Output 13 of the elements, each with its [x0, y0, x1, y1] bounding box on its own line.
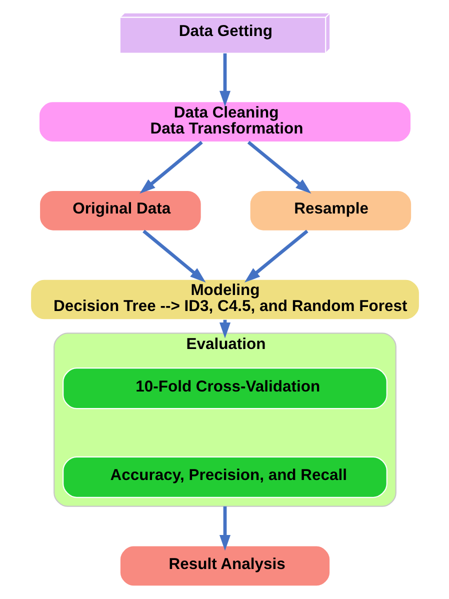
node-box: Resample: [248, 190, 412, 232]
node-box: 10-Fold Cross-Validation: [62, 368, 387, 410]
arrow: [218, 506, 230, 551]
node-box: Accuracy, Precision, and Recall: [62, 456, 387, 498]
node-box: Original Data: [38, 190, 202, 232]
arrow: [218, 53, 230, 107]
arrow: [244, 230, 308, 282]
arrow: [139, 140, 202, 194]
node-box: Data Cleaning Data Transformation: [38, 101, 412, 143]
arrow: [142, 230, 206, 282]
node-box: Modeling Decision Tree --> ID3, C4.5, and Random Forest: [29, 278, 420, 320]
arrow: [246, 140, 311, 194]
node-box: Result Analysis: [118, 545, 330, 587]
